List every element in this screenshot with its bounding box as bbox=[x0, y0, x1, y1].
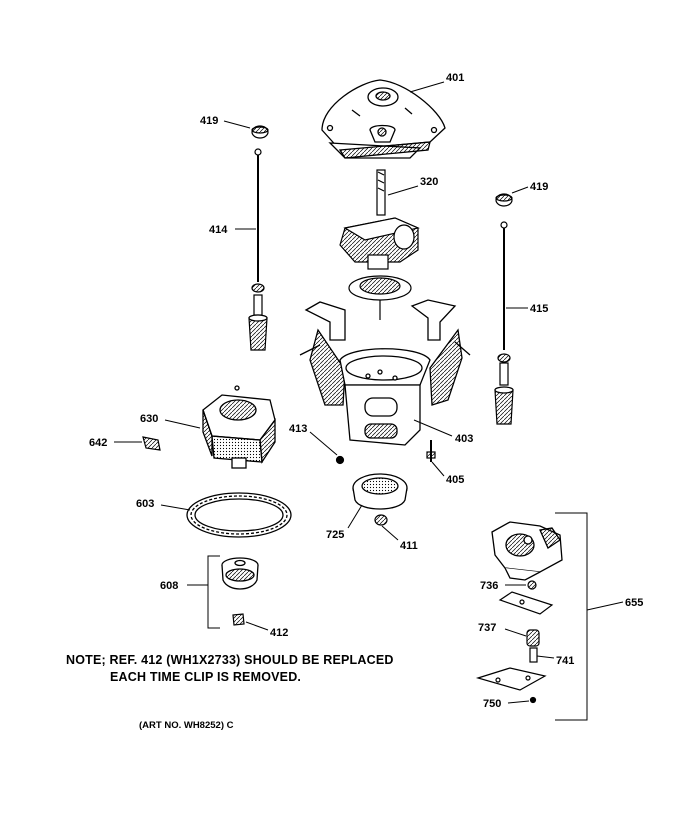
label-412: 412 bbox=[270, 627, 288, 639]
part-411-nut bbox=[374, 514, 388, 526]
part-750-mounting-plate bbox=[475, 667, 547, 704]
replacement-note: NOTE; REF. 412 (WH1X2733) SHOULD BE REPL… bbox=[66, 652, 394, 686]
label-603: 603 bbox=[136, 498, 154, 510]
note-line-2: EACH TIME CLIP IS REMOVED. bbox=[110, 670, 302, 684]
part-320-transmission bbox=[339, 169, 420, 320]
part-608-motor-pulley bbox=[221, 557, 259, 590]
part-412-clip bbox=[232, 613, 245, 626]
part-401-tub-cover bbox=[321, 79, 446, 159]
bracket-655 bbox=[555, 512, 588, 721]
label-741: 741 bbox=[556, 655, 574, 667]
part-655-pump-assembly bbox=[491, 521, 563, 581]
bracket-608-412 bbox=[207, 555, 220, 629]
note-line-1: NOTE; REF. 412 (WH1X2733) SHOULD BE REPL… bbox=[66, 653, 394, 667]
label-750: 750 bbox=[483, 698, 501, 710]
part-630-motor bbox=[202, 385, 276, 469]
label-405: 405 bbox=[446, 474, 464, 486]
label-737: 737 bbox=[478, 622, 496, 634]
part-419-cap-left bbox=[251, 125, 269, 139]
label-736: 736 bbox=[480, 580, 498, 592]
part-405-screw bbox=[426, 440, 436, 462]
label-403: 403 bbox=[455, 433, 473, 445]
label-655: 655 bbox=[625, 597, 643, 609]
label-630: 630 bbox=[140, 413, 158, 425]
label-608: 608 bbox=[160, 580, 178, 592]
label-413: 413 bbox=[289, 423, 307, 435]
label-642: 642 bbox=[89, 437, 107, 449]
part-603-drive-belt bbox=[186, 492, 292, 538]
part-403-mounting-base bbox=[299, 299, 471, 446]
label-725: 725 bbox=[326, 529, 344, 541]
label-414: 414 bbox=[209, 224, 228, 236]
label-411: 411 bbox=[400, 540, 418, 552]
part-736-grommet bbox=[498, 580, 554, 615]
part-415-suspension-rod bbox=[494, 221, 514, 425]
part-413-nut bbox=[335, 455, 345, 465]
part-414-suspension-rod bbox=[248, 148, 268, 351]
label-419-right: 419 bbox=[530, 181, 548, 193]
art-number: (ART NO. WH8252) C bbox=[139, 720, 234, 731]
label-415: 415 bbox=[530, 303, 548, 315]
label-401: 401 bbox=[446, 72, 464, 84]
label-419-left: 419 bbox=[200, 115, 218, 127]
part-642-clip bbox=[142, 436, 161, 451]
part-419-cap-right bbox=[495, 193, 513, 207]
label-320: 320 bbox=[420, 176, 438, 188]
part-737-coupling bbox=[526, 629, 540, 663]
part-725-pulley bbox=[352, 473, 408, 510]
